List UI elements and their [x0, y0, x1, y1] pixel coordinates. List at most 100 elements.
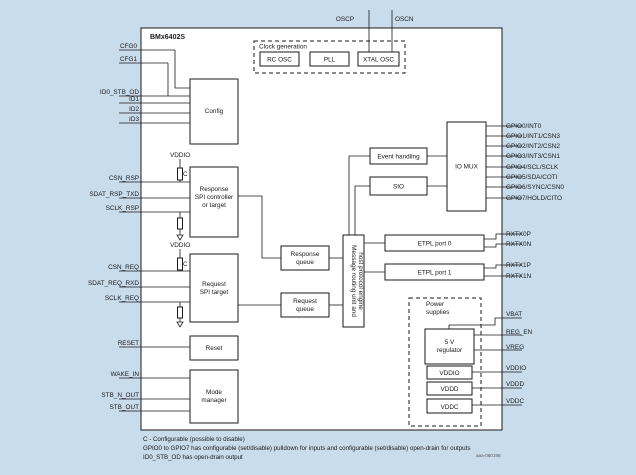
- pin-csn-rsp: CSN_RSP: [109, 175, 139, 182]
- oscp-pin-label: OSCP: [336, 16, 354, 23]
- pin-vddio: VDDIO: [506, 365, 526, 372]
- c-label-rsp: C: [183, 171, 188, 178]
- pin-sdat-rsp-txd: SDAT_RSP_TXD: [89, 191, 139, 198]
- vddio-supply-block: [426, 365, 473, 380]
- pin-gpio6: GPIO6/SYNC/CSN0: [506, 184, 564, 191]
- pll-block: [309, 51, 350, 67]
- rc-osc-label: RC OSC: [267, 57, 292, 64]
- gpio-labels: GPIO0/INT0 GPIO1/INT1/CSN3 GPIO2/INT2/CS…: [506, 123, 564, 202]
- figure-id: aaa-060198: [476, 453, 501, 458]
- pin-rxtx0n: RXTX0N: [506, 241, 532, 248]
- pin-sclk-rsp: SCLK_RSP: [106, 205, 139, 212]
- pin-sdat-req-rxd: SDAT_REQ_RXD: [88, 280, 139, 287]
- mode-manager-block: [189, 369, 239, 424]
- pin-id3: ID3: [129, 116, 139, 123]
- pin-rxtx1n: RXTX1N: [506, 273, 532, 280]
- etpl-wires: [484, 233, 522, 277]
- pin-gpio3: GPIO3/INT3/CSN1: [506, 153, 560, 160]
- clock-generation-group: [253, 40, 406, 74]
- clock-group-label: Clock generation: [259, 44, 307, 51]
- mode-pin-wiring: [119, 377, 190, 412]
- pin-gpio1: GPIO1/INT1/CSN3: [506, 133, 560, 140]
- config-block: [189, 78, 239, 145]
- note-id0: ID0_STB_OD has open-drain output: [143, 454, 243, 461]
- power-group-label-2: supplies: [426, 309, 449, 316]
- rc-osc-block: [259, 51, 300, 67]
- pin-id2: ID2: [129, 106, 139, 113]
- chip-title: BMx6402S: [150, 34, 185, 41]
- pin-id1: ID1: [129, 96, 139, 103]
- sio-label: SIO: [393, 184, 404, 191]
- event-handling-label: Event handling: [377, 154, 420, 161]
- xtal-osc-label: XTAL OSC: [363, 57, 394, 64]
- pin-gpio5: GPIO5/SDA/COTI: [506, 174, 558, 181]
- reset-block: [189, 335, 239, 361]
- note-gpio: GPIO0 to GPIO7 has configurable (set/dis…: [143, 445, 470, 452]
- oscn-pin-label: OSCN: [395, 16, 414, 23]
- event-handling-block: [369, 147, 428, 165]
- regulator-label-1: 5 V: [445, 339, 455, 346]
- sio-block: [369, 176, 428, 196]
- vddio-supply-label: VDDIO: [439, 370, 459, 377]
- config-pins: [119, 49, 190, 124]
- note-configurable: C - Configurable (possible to disable): [143, 436, 245, 443]
- response-spi-block: [189, 166, 239, 238]
- pin-csn-req: CSN_REQ: [108, 264, 139, 271]
- vddio-label-rsp: VDDIO: [170, 152, 190, 159]
- pin-sclk-req: SCLK_REQ: [105, 295, 139, 302]
- vddc-supply-block: [426, 398, 473, 414]
- vddd-supply-label: VDDD: [440, 386, 458, 393]
- pin-cfg0: CFG0: [120, 43, 137, 50]
- vddio-label-req: VDDIO: [170, 242, 190, 249]
- pin-vbat: VBAT: [506, 311, 522, 318]
- request-spi-block: [189, 253, 239, 323]
- power-wires: [448, 317, 522, 406]
- pin-gpio2: GPIO2/INT2/CSN2: [506, 143, 560, 150]
- pin-id0-stb-od: ID0_STB_OD: [100, 89, 139, 96]
- response-spi-label-2: SPI controller: [195, 194, 234, 201]
- pin-vddd: VDDD: [506, 381, 524, 388]
- config-label: Config: [205, 108, 224, 115]
- vddc-supply-label: VDDC: [440, 404, 458, 411]
- mode-manager-label-1: Mode: [206, 389, 222, 396]
- response-spi-label-1: Response: [200, 186, 229, 193]
- pin-stb-n-out: STB_N_OUT: [101, 392, 139, 399]
- request-queue-label-1: Request: [293, 298, 317, 305]
- response-spi-label-3: or target: [202, 202, 226, 209]
- message-routing-label-1: Message routing unit and: [350, 245, 357, 317]
- mode-manager-label-2: manager: [201, 397, 227, 404]
- pin-wake-in: WAKE_IN: [110, 371, 139, 378]
- pin-rxtx1p: RXTX1P: [506, 262, 531, 269]
- pin-gpio4: GPIO4/SCL/SCLK: [506, 164, 559, 171]
- power-group-label-1: Power: [426, 301, 445, 308]
- pin-stb-out: STB_OUT: [110, 404, 140, 411]
- pin-gpio0: GPIO0/INT0: [506, 123, 542, 130]
- etpl-port-1-label: ETPL port 1: [418, 270, 452, 277]
- request-queue-label-2: queue: [296, 306, 314, 313]
- response-queue-block: [280, 245, 330, 271]
- pin-vddc: VDDC: [506, 398, 524, 405]
- regulator-label-2: regulator: [437, 347, 463, 354]
- response-queue-label-1: Response: [291, 251, 320, 258]
- etpl-port-0-block: [384, 234, 485, 252]
- vddd-supply-block: [426, 381, 473, 396]
- pll-label: PLL: [324, 57, 336, 64]
- power-supplies-group: [408, 297, 482, 427]
- message-routing-engine-block: [342, 234, 365, 328]
- pin-gpio7: GPIO7/HOLD/CITO: [506, 195, 562, 202]
- response-pin-wiring: [119, 159, 190, 241]
- response-queue-label-2: queue: [296, 259, 314, 266]
- request-spi-label-1: Request: [202, 281, 226, 288]
- internal-wiring: [238, 155, 447, 306]
- etpl-port-0-label: ETPL port 0: [418, 241, 452, 248]
- pin-reset: RESET: [118, 340, 139, 347]
- gpio-wires: [486, 125, 522, 199]
- reset-label: Reset: [206, 345, 223, 352]
- pin-cfg1: CFG1: [120, 56, 137, 63]
- io-mux-label: IO MUX: [455, 164, 478, 171]
- xtal-osc-block: [357, 51, 400, 67]
- etpl-port-1-block: [384, 263, 485, 281]
- request-spi-label-2: SPI target: [200, 289, 229, 296]
- pin-reg-en: REG_EN: [506, 329, 533, 336]
